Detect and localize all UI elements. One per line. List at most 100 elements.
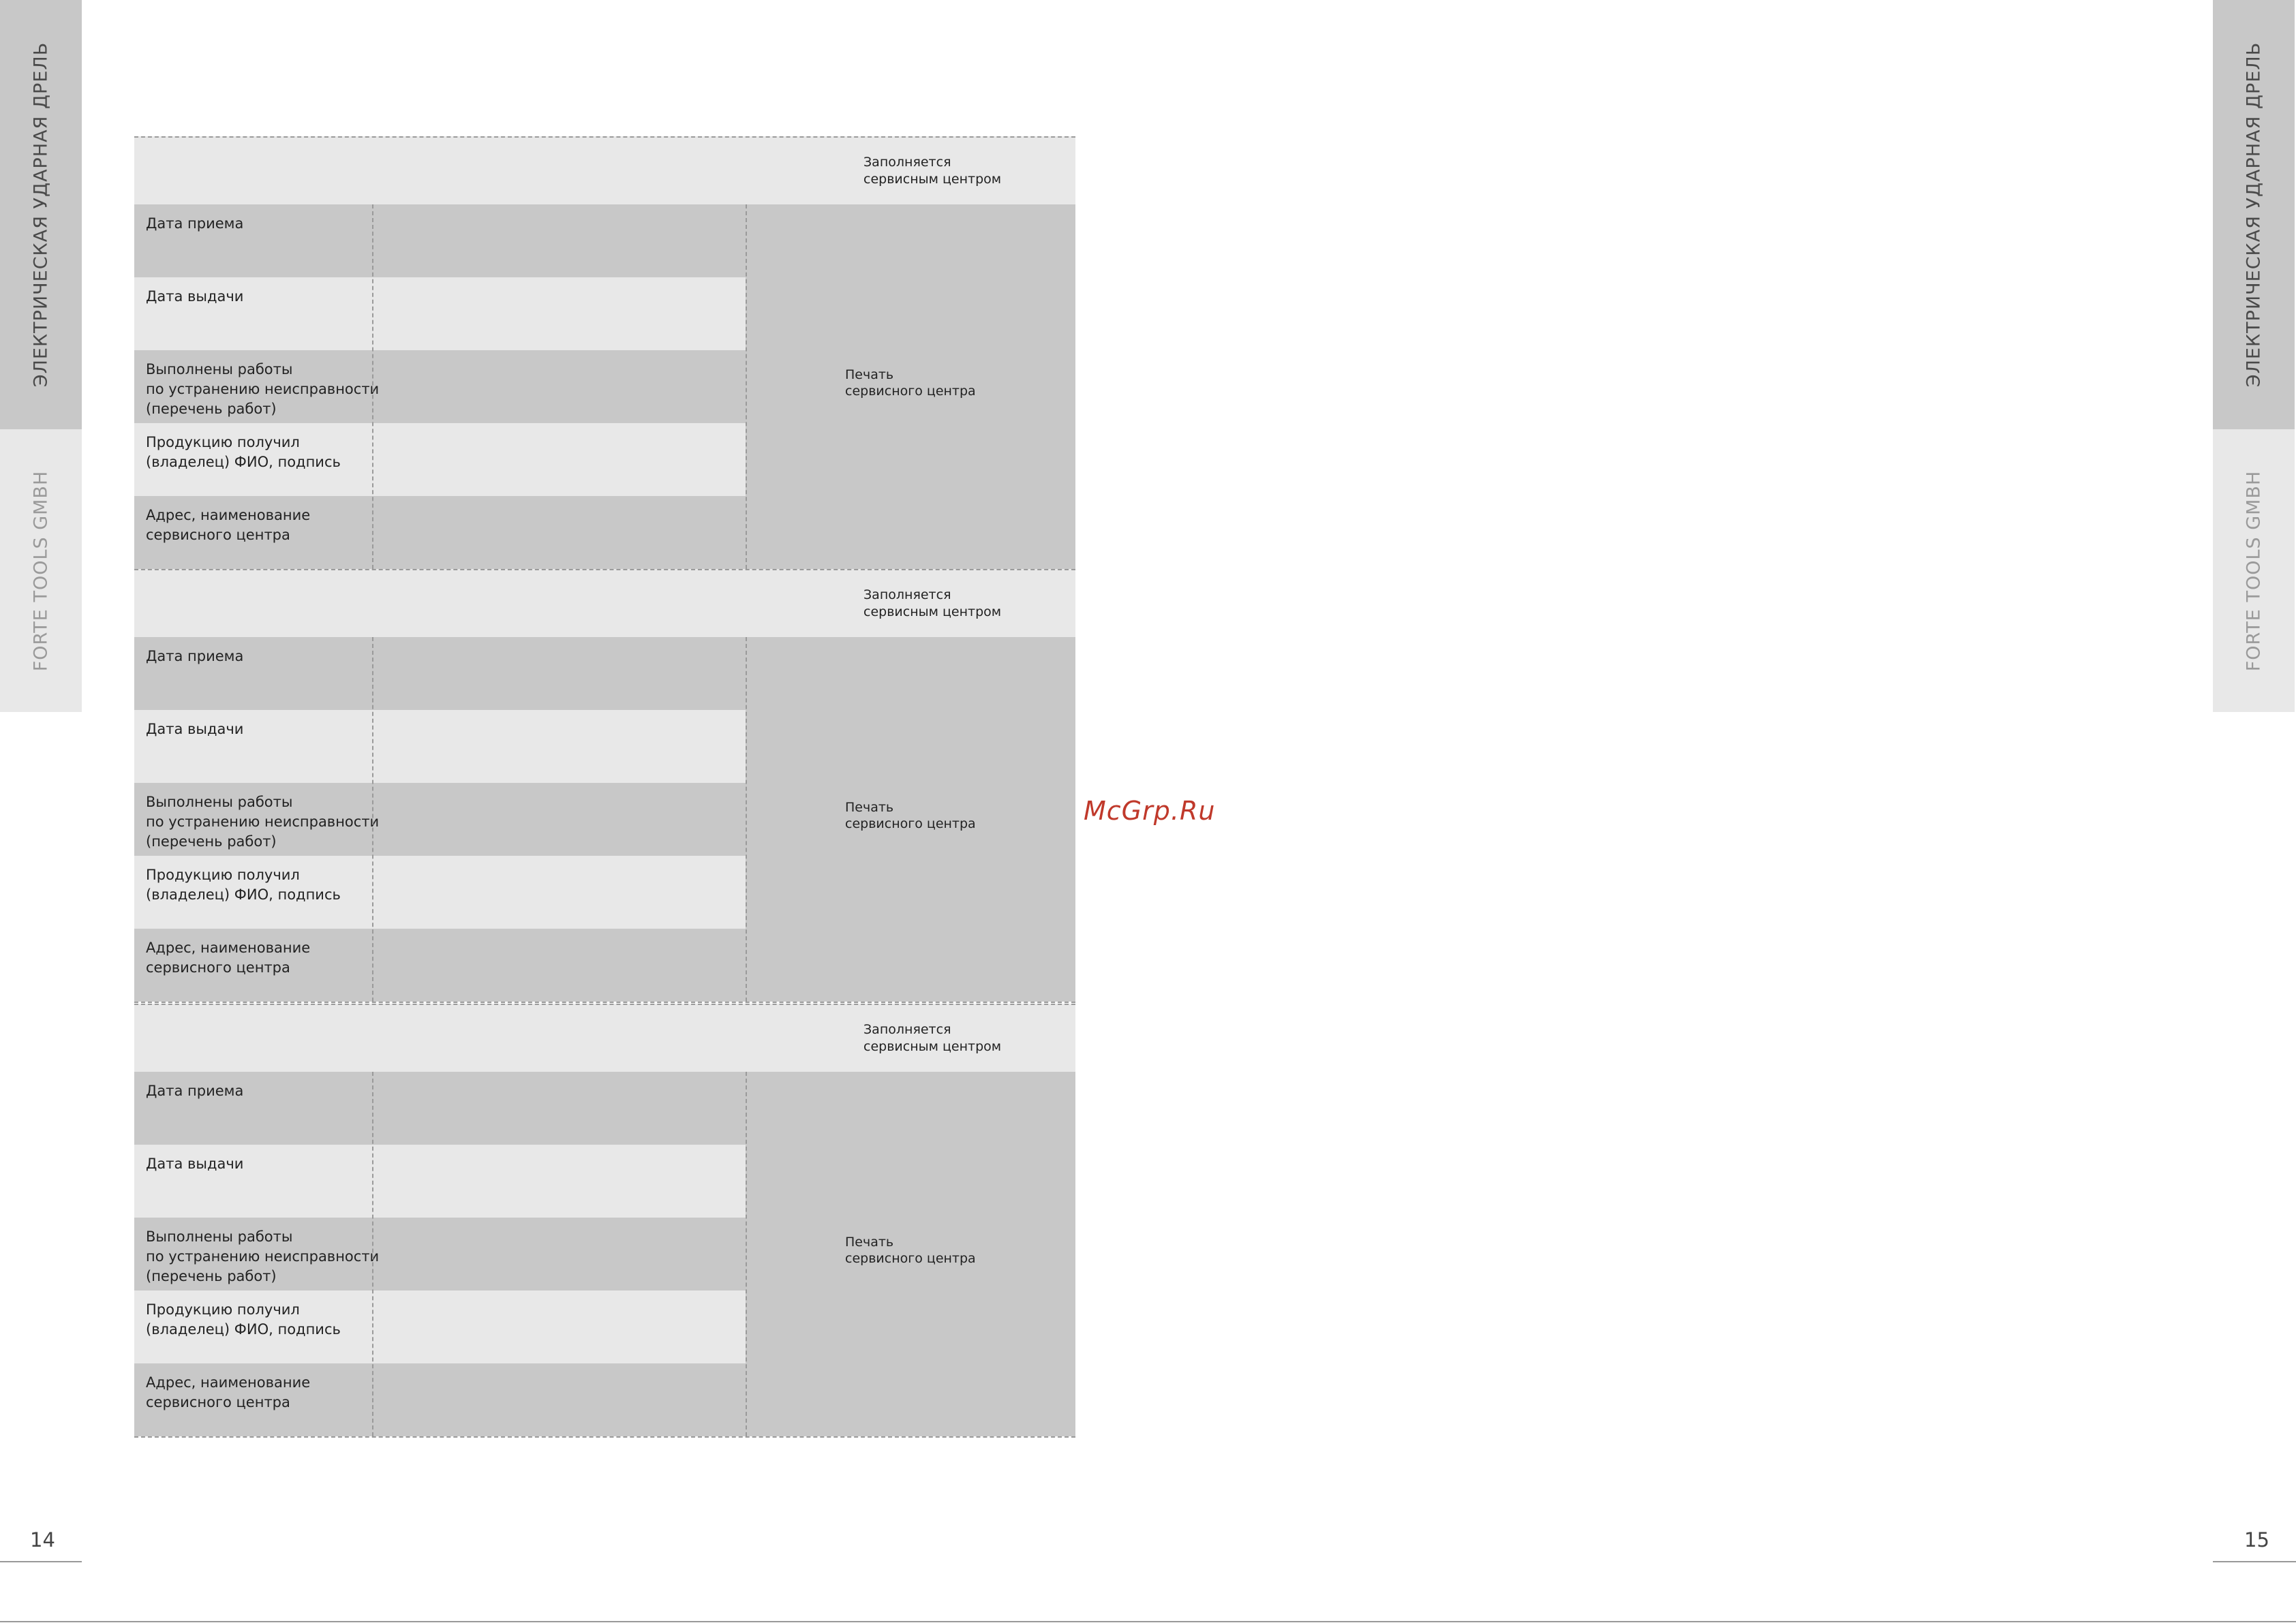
- column-divider: [746, 1072, 747, 1436]
- text-line: Дата выдачи: [146, 288, 244, 305]
- text-line: по устранению неисправности: [146, 814, 380, 830]
- row-entry-field[interactable]: [373, 1072, 746, 1145]
- row-label: Выполнены работы по устранению неисправно…: [146, 792, 379, 852]
- row-entry-field[interactable]: [373, 1218, 746, 1290]
- block-header: Заполняется сервисным центром: [134, 136, 1075, 204]
- text-line: Дата приема: [146, 215, 244, 232]
- row-entry-field[interactable]: [373, 1145, 746, 1218]
- row-entry-field[interactable]: [373, 856, 746, 929]
- record-row: Дата выдачи: [134, 710, 746, 783]
- column-divider: [746, 204, 747, 569]
- row-label: Дата выдачи: [146, 720, 243, 739]
- text-line: (перечень работ): [146, 1268, 277, 1284]
- text-line: Дата выдачи: [146, 721, 244, 737]
- row-label: Дата выдачи: [146, 1154, 243, 1174]
- row-label: Выполнены работы по устранению неисправно…: [146, 1227, 379, 1286]
- text-line: Выполнены работы: [146, 794, 293, 810]
- text-line: сервисного центра: [845, 816, 976, 831]
- text-line: Продукцию получил: [146, 867, 300, 883]
- text-line: (владелец) ФИО, подпись: [146, 886, 341, 903]
- text-line: сервисного центра: [845, 383, 976, 399]
- text-line: Заполняется: [863, 155, 951, 170]
- text-line: (перечень работ): [146, 833, 277, 850]
- page-number-left: 14: [30, 1528, 55, 1551]
- record-row: Дата выдачи: [134, 1145, 746, 1218]
- text-line: (владелец) ФИО, подпись: [146, 454, 341, 470]
- text-line: Выполнены работы: [146, 361, 293, 377]
- row-entry-field[interactable]: [373, 637, 746, 710]
- left-brand-text: FORTE TOOLS GMBH: [30, 470, 52, 671]
- text-line: Дата приема: [146, 1083, 244, 1099]
- text-line: (перечень работ): [146, 401, 277, 417]
- record-row: Дата приема: [134, 204, 746, 277]
- text-line: Печать: [845, 1234, 894, 1250]
- record-row: Адрес, наименование сервисного центра: [134, 1363, 746, 1436]
- column-divider: [372, 1072, 373, 1436]
- row-entry-field[interactable]: [373, 204, 746, 277]
- text-line: Печать: [845, 799, 894, 815]
- text-line: Адрес, наименование: [146, 1374, 311, 1391]
- text-line: Адрес, наименование: [146, 940, 311, 956]
- row-entry-field[interactable]: [373, 710, 746, 783]
- row-entry-field[interactable]: [373, 1290, 746, 1363]
- text-line: Выполнены работы: [146, 1228, 293, 1245]
- row-label: Дата выдачи: [146, 287, 243, 307]
- text-line: (владелец) ФИО, подпись: [146, 1321, 341, 1338]
- page-number-left-rule: [0, 1561, 82, 1562]
- record-row: Продукцию получил (владелец) ФИО, подпись: [134, 856, 746, 929]
- text-line: Продукцию получил: [146, 434, 300, 450]
- row-label: Адрес, наименование сервисного центра: [146, 1373, 310, 1412]
- text-line: по устранению неисправности: [146, 381, 380, 397]
- text-line: сервисного центра: [146, 1394, 290, 1410]
- row-label: Продукцию получил (владелец) ФИО, подпись: [146, 865, 341, 905]
- left-title-tab: ЭЛЕКТРИЧЕСКАЯ УДАРНАЯ ДРЕЛЬ: [0, 0, 82, 429]
- row-entry-field[interactable]: [373, 496, 746, 569]
- right-title-tab: ЭЛЕКТРИЧЕСКАЯ УДАРНАЯ ДРЕЛЬ: [2213, 0, 2295, 429]
- left-title-text: ЭЛЕКТРИЧЕСКАЯ УДАРНАЯ ДРЕЛЬ: [30, 42, 52, 388]
- text-line: Печать: [845, 367, 894, 382]
- text-line: сервисным центром: [863, 1039, 1002, 1054]
- row-label: Дата приема: [146, 1081, 243, 1101]
- row-label: Дата приема: [146, 214, 243, 234]
- row-entry-field[interactable]: [373, 277, 746, 350]
- text-line: сервисным центром: [863, 172, 1002, 187]
- record-row: Продукцию получил(владелец) ФИО, подпись: [134, 1290, 746, 1363]
- right-brand-text: FORTE TOOLS GMBH: [2243, 470, 2265, 671]
- text-line: сервисным центром: [863, 604, 1002, 619]
- column-divider: [746, 637, 747, 1002]
- text-line: Дата выдачи: [146, 1156, 244, 1172]
- row-entry-field[interactable]: [373, 783, 746, 856]
- record-row: Дата приема: [134, 1072, 746, 1145]
- text-line: Дата приема: [146, 648, 244, 664]
- text-line: по устранению неисправности: [146, 1248, 380, 1265]
- row-label: Продукцию получил (владелец) ФИО, подпись: [146, 433, 341, 472]
- row-label: Продукцию получил(владелец) ФИО, подпись: [146, 1300, 341, 1340]
- right-brand-tab: FORTE TOOLS GMBH: [2213, 429, 2295, 712]
- row-label: Выполнены работы по устранению неисправно…: [146, 360, 379, 419]
- record-row: Дата приема: [134, 637, 746, 710]
- row-entry-field[interactable]: [373, 423, 746, 496]
- right-title-text: ЭЛЕКТРИЧЕСКАЯ УДАРНАЯ ДРЕЛЬ: [2243, 42, 2265, 388]
- watermark: McGrp.Ru: [1084, 796, 1216, 826]
- column-divider: [372, 204, 373, 569]
- row-entry-field[interactable]: [373, 929, 746, 1002]
- row-entry-field[interactable]: [373, 350, 746, 423]
- row-entry-field[interactable]: [373, 1363, 746, 1436]
- text-line: сервисного центра: [146, 527, 290, 543]
